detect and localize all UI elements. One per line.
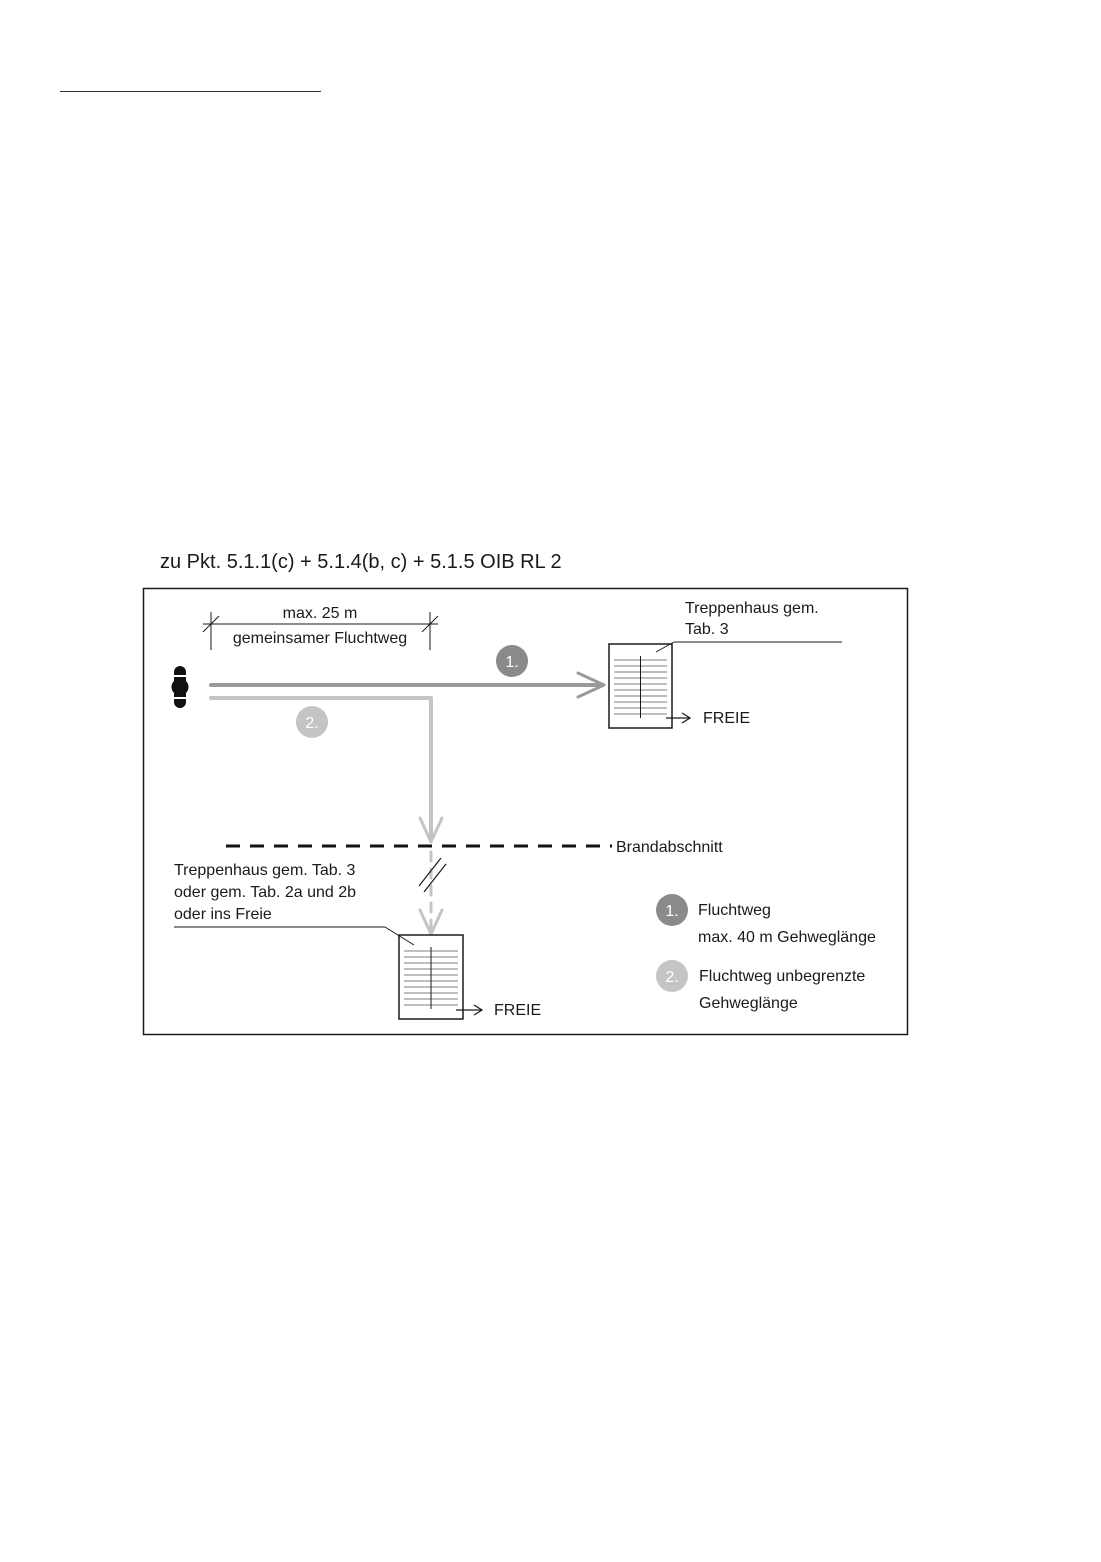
dimension-description: gemeinsamer Fluchtweg xyxy=(233,630,407,647)
break-mark xyxy=(418,857,447,893)
fire-compartment-label: Brandabschnitt xyxy=(616,839,723,856)
stairwell-bottom-label-line-3: oder ins Freie xyxy=(174,906,272,923)
stairwell-bottom-leader xyxy=(384,926,415,946)
legend-number-1: 1. xyxy=(665,903,678,920)
dimension-length: max. 25 m xyxy=(283,605,358,622)
exit-label-bottom: FREIE xyxy=(494,1002,541,1019)
stairwell-top-label-line-2: Tab. 3 xyxy=(685,621,729,638)
figure-caption: zu Pkt. 5.1.1(c) + 5.1.4(b, c) + 5.1.5 O… xyxy=(160,551,562,573)
diagram-frame xyxy=(142,587,909,1036)
route-2-path xyxy=(209,696,444,936)
header-rule xyxy=(60,91,321,92)
stairwell-top-label-line-1: Treppenhaus gem. xyxy=(685,600,819,617)
legend: 1. Fluchtweg max. 40 m Gehweglänge 2. Fl… xyxy=(656,894,876,1012)
stairwell-top xyxy=(608,643,673,729)
legend-1-line-2: max. 40 m Gehweglänge xyxy=(698,929,876,946)
legend-number-2: 2. xyxy=(665,969,678,986)
stairwell-bottom-label-line-2: oder gem. Tab. 2a und 2b xyxy=(174,884,356,901)
route-1-marker xyxy=(496,645,528,677)
route-1-path xyxy=(209,671,606,699)
exit-arrow-top xyxy=(666,712,692,724)
legend-1-line-1: Fluchtweg xyxy=(698,902,771,919)
exit-arrow-bottom xyxy=(456,1004,484,1016)
person-icon xyxy=(171,666,189,708)
legend-2-line-2: Gehweglänge xyxy=(699,995,798,1012)
stairwell-bottom xyxy=(398,934,464,1020)
route-2-number: 2. xyxy=(305,715,318,732)
stairwell-bottom-label-line-1: Treppenhaus gem. Tab. 3 xyxy=(174,862,356,879)
legend-marker-2 xyxy=(656,960,688,992)
route-1-number: 1. xyxy=(505,654,518,671)
stairwell-top-leader xyxy=(655,641,675,653)
legend-marker-1 xyxy=(656,894,688,926)
legend-2-line-1: Fluchtweg unbegrenzte xyxy=(699,968,865,985)
exit-label-top: FREIE xyxy=(703,710,750,727)
route-2-marker xyxy=(296,706,328,738)
dimension-line xyxy=(202,612,439,650)
